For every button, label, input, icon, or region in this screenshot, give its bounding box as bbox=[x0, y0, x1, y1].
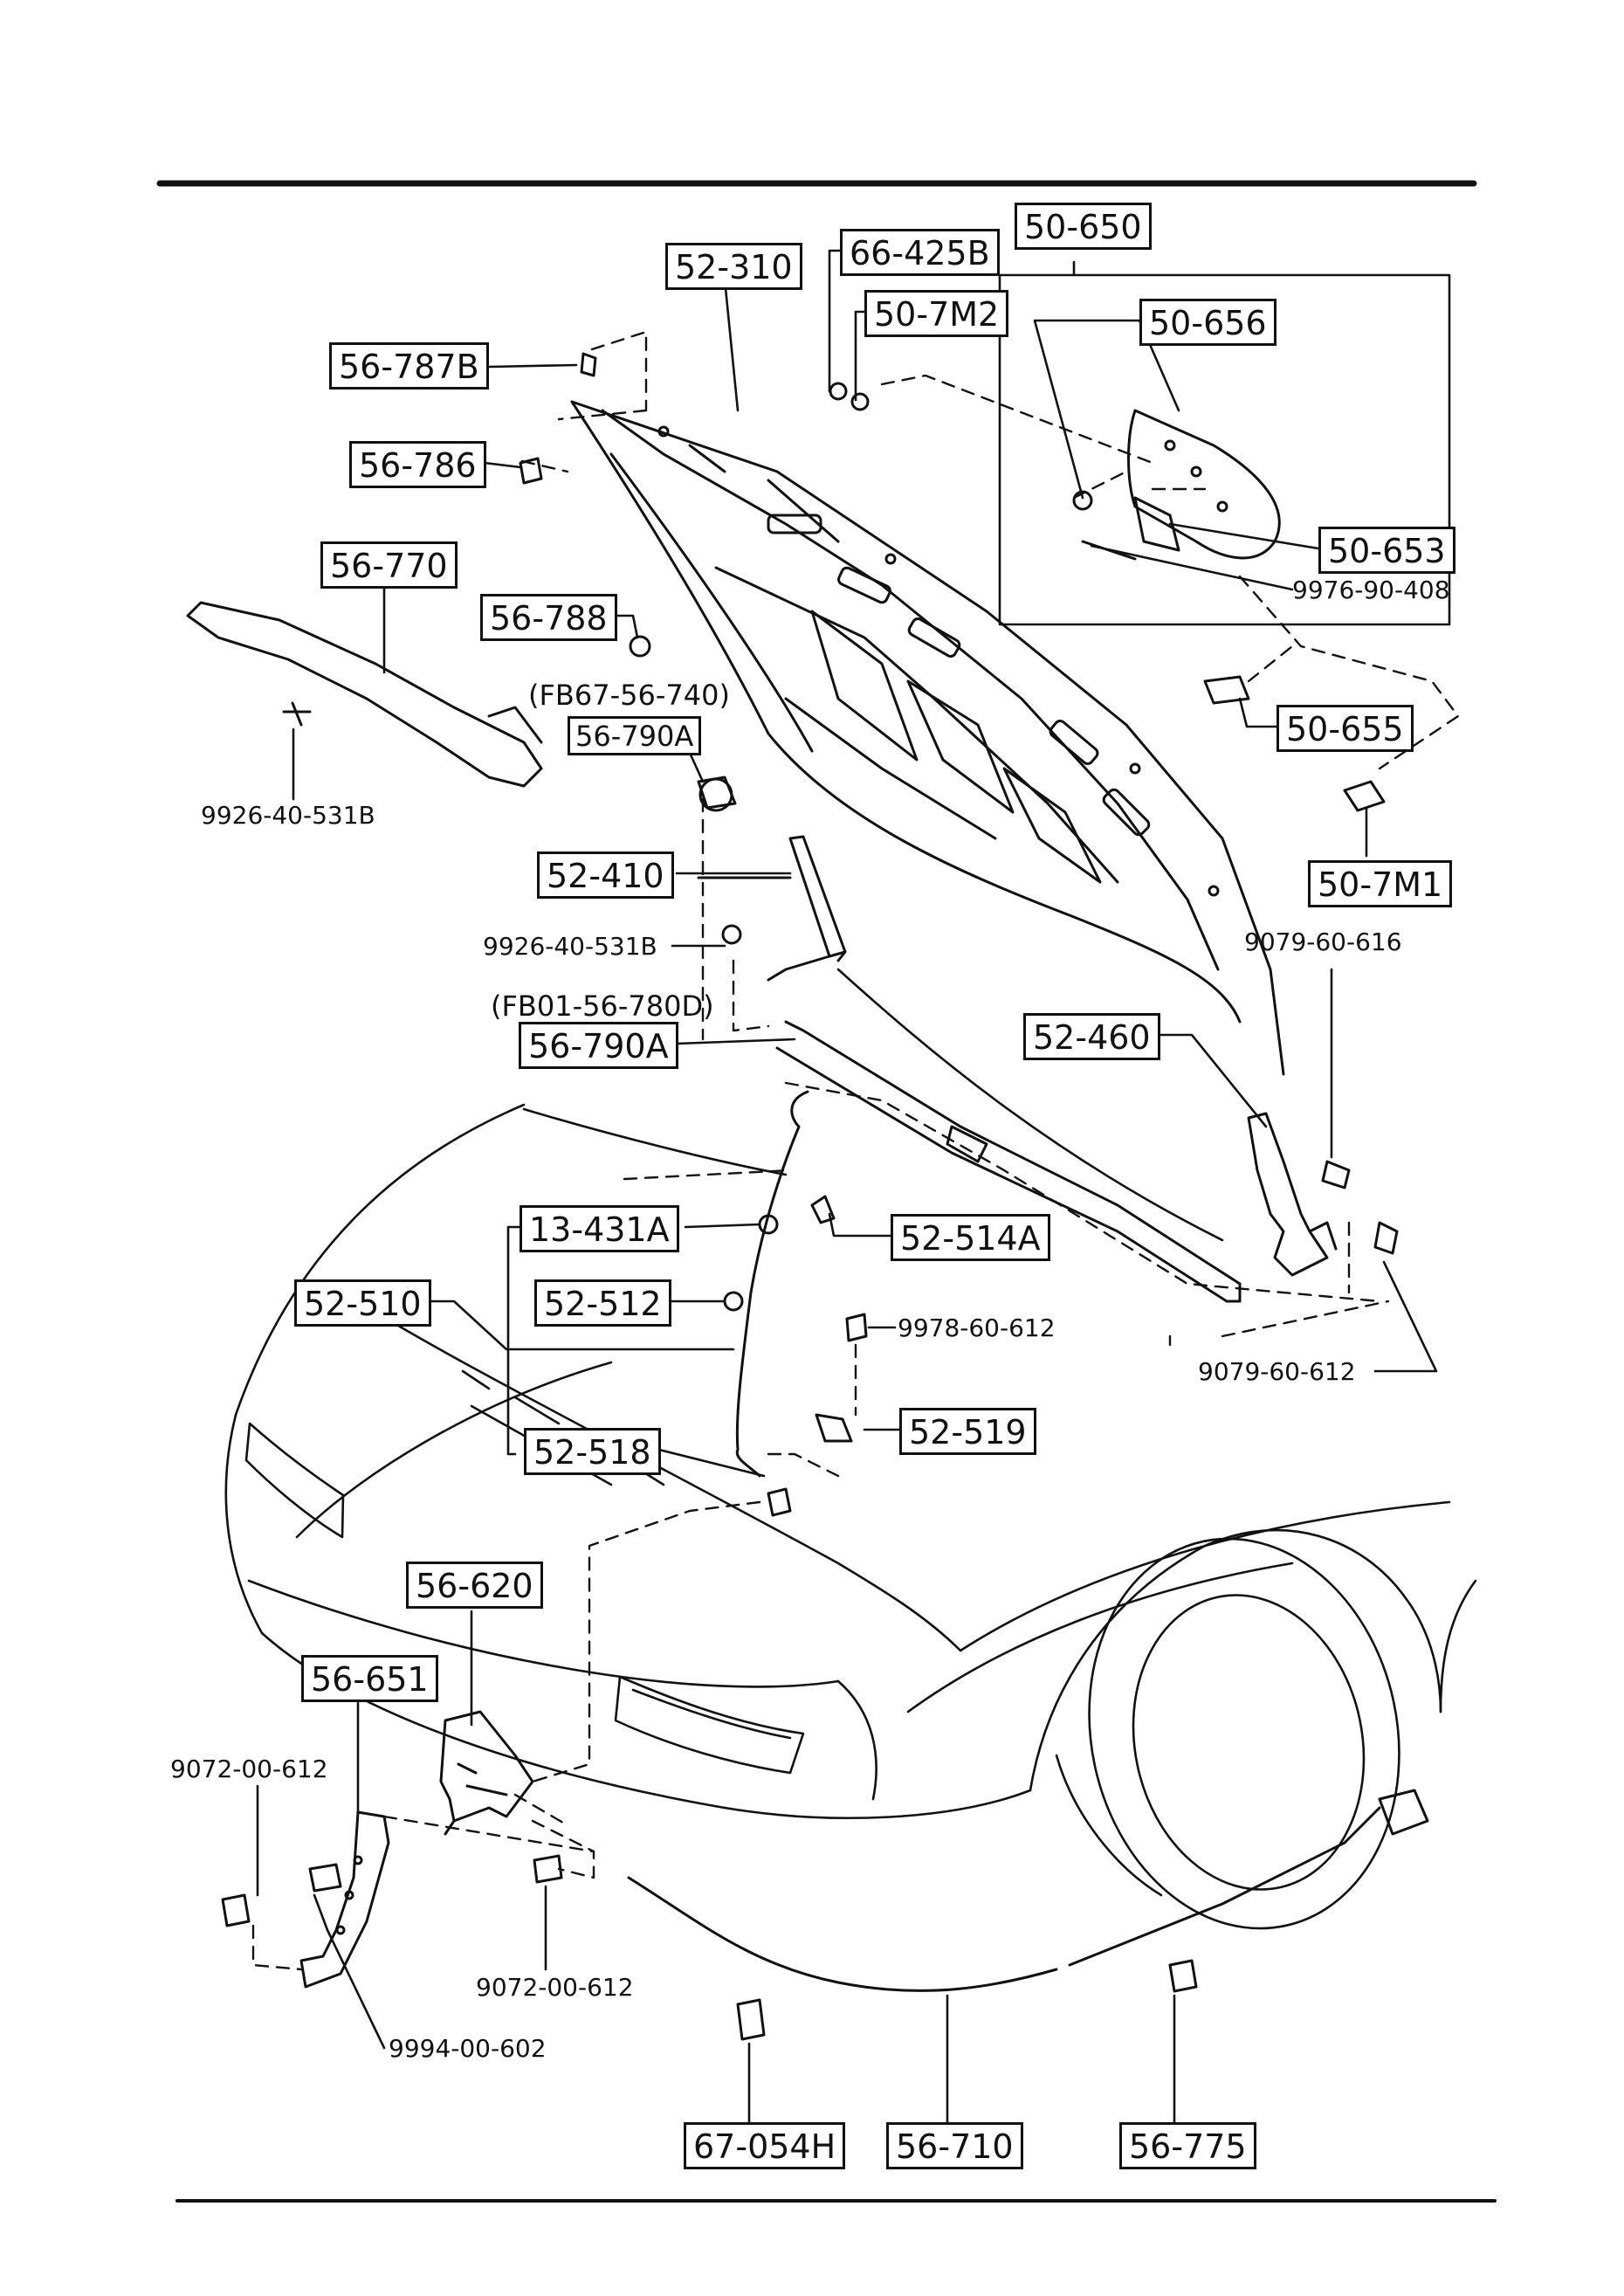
hood-latch-cable bbox=[735, 1090, 809, 1478]
label-ref-FB01-56-780D: (FB01-56-780D) bbox=[491, 989, 714, 1023]
label-9079-60-612: 9079-60-612 bbox=[1198, 1357, 1356, 1386]
label-9072-00-612-b: 9072-00-612 bbox=[476, 1973, 634, 2002]
hood-prop-rod bbox=[697, 835, 847, 982]
label-50-655: 50-655 bbox=[1276, 705, 1414, 752]
label-9926-40-531B-a: 9926-40-531B bbox=[201, 801, 375, 830]
label-56-775: 56-775 bbox=[1119, 2122, 1256, 2169]
label-9079-60-616: 9079-60-616 bbox=[1244, 927, 1402, 956]
label-56-786: 56-786 bbox=[349, 441, 486, 488]
label-52-512: 52-512 bbox=[534, 1279, 671, 1327]
hood-hinge bbox=[1247, 1112, 1338, 1277]
dashed-guides bbox=[251, 330, 1460, 1971]
label-56-790A-lower: 56-790A bbox=[519, 1022, 678, 1069]
label-52-519: 52-519 bbox=[899, 1408, 1036, 1455]
label-56-788: 56-788 bbox=[480, 594, 617, 641]
plate-50-655 bbox=[1203, 675, 1250, 705]
label-56-790A-upper: 56-790A bbox=[568, 716, 702, 755]
leader-lines bbox=[256, 249, 1451, 2124]
label-56-787B: 56-787B bbox=[329, 342, 489, 390]
label-50-7M1: 50-7M1 bbox=[1308, 860, 1453, 907]
label-50-653: 50-653 bbox=[1318, 527, 1455, 574]
release-cable bbox=[627, 1789, 1429, 1992]
label-ref-FB67-56-740: (FB67-56-740) bbox=[528, 679, 730, 712]
fasteners bbox=[221, 352, 1399, 2041]
label-9926-40-531B-b: 9926-40-531B bbox=[483, 932, 657, 961]
label-56-770: 56-770 bbox=[320, 541, 458, 589]
plate-50-7M1 bbox=[1343, 780, 1386, 812]
label-67-054H: 67-054H bbox=[684, 2122, 846, 2169]
label-56-651: 56-651 bbox=[301, 1655, 438, 1702]
label-9072-00-612-a: 9072-00-612 bbox=[170, 1755, 328, 1783]
label-66-425B: 66-425B bbox=[840, 229, 1000, 276]
label-56-620: 56-620 bbox=[406, 1562, 543, 1609]
label-56-710: 56-710 bbox=[886, 2122, 1023, 2169]
hood-latch bbox=[439, 1710, 534, 1836]
label-50-656: 50-656 bbox=[1139, 299, 1276, 346]
label-9994-00-602: 9994-00-602 bbox=[389, 2034, 547, 2063]
car-body bbox=[224, 968, 1477, 1930]
hood-panel bbox=[570, 400, 1285, 1076]
label-50-7M2: 50-7M2 bbox=[864, 290, 1009, 337]
label-9978-60-612: 9978-60-612 bbox=[898, 1313, 1056, 1342]
label-50-650: 50-650 bbox=[1015, 203, 1152, 250]
latch-bracket bbox=[299, 1810, 390, 1989]
label-9976-90-408: 9976-90-408 bbox=[1292, 576, 1450, 604]
label-52-514A: 52-514A bbox=[891, 1214, 1050, 1261]
label-52-310: 52-310 bbox=[665, 243, 802, 290]
label-52-510: 52-510 bbox=[294, 1279, 431, 1327]
rear-stay bbox=[186, 601, 543, 788]
label-52-518: 52-518 bbox=[524, 1428, 661, 1475]
label-52-410: 52-410 bbox=[537, 852, 674, 899]
label-13-431A: 13-431A bbox=[520, 1205, 679, 1252]
label-52-460: 52-460 bbox=[1023, 1013, 1160, 1060]
